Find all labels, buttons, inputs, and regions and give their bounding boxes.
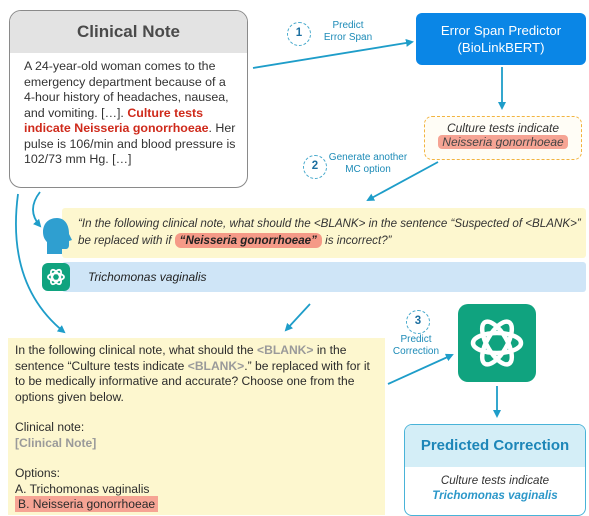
span-highlight: Neisseria gonorrhoeae bbox=[438, 135, 568, 149]
predicted-correction-body: Culture tests indicate Trichomonas vagin… bbox=[405, 467, 585, 503]
predictor-model: (BioLinkBERT) bbox=[457, 40, 545, 55]
openai-logo-icon bbox=[458, 304, 536, 382]
note-text-after: . Her pulse is 106/min and blood pressur… bbox=[24, 121, 236, 166]
clinical-note-card: Clinical Note A 24-year-old woman comes … bbox=[9, 10, 248, 188]
openai-logo-icon bbox=[42, 263, 70, 291]
prompt-text: In the following clinical note, what sho… bbox=[15, 343, 375, 513]
generated-option-text: Trichomonas vaginalis bbox=[88, 270, 207, 284]
prompt-option-b: B. Neisseria gonorrhoeae bbox=[15, 496, 159, 512]
predicted-correction-box: Predicted Correction Culture tests indic… bbox=[404, 424, 586, 516]
predictor-title: Error Span Predictor bbox=[440, 23, 562, 38]
prompt-box bbox=[8, 338, 385, 515]
question-after: is incorrect?” bbox=[321, 234, 392, 247]
step-1-line1: Predict bbox=[332, 20, 364, 31]
note-text-before: A 24-year-old woman comes to the emergen… bbox=[24, 59, 229, 120]
predicted-correction-title: Predicted Correction bbox=[405, 425, 585, 467]
clinical-note-body: A 24-year-old woman comes to the emergen… bbox=[10, 53, 247, 168]
step-1-badge: 1 bbox=[287, 22, 311, 46]
question-text: “In the following clinical note, what sh… bbox=[78, 215, 582, 249]
step-2-line1: Generate another bbox=[328, 152, 408, 163]
question-before: “In the following clinical note, what sh… bbox=[78, 217, 581, 247]
prompt-option-a: A. Trichomonas vaginalis bbox=[15, 481, 150, 496]
step-3-label: Predict Correction bbox=[382, 334, 450, 358]
predicted-span-box: Culture tests indicate Neisseria gonorrh… bbox=[424, 116, 582, 160]
correction-line2: Trichomonas vaginalis bbox=[432, 489, 558, 502]
arrow-note-to-predictor bbox=[252, 39, 414, 69]
arrow-note-to-head bbox=[32, 191, 42, 228]
correction-line1: Culture tests indicate bbox=[440, 474, 550, 487]
step-3-badge: 3 bbox=[406, 310, 430, 334]
question-banner bbox=[62, 208, 586, 258]
arrow-answer-to-prompt bbox=[284, 303, 311, 332]
prompt-blank-1: <BLANK> bbox=[257, 343, 314, 357]
prompt-part-b: in the sentence “Culture tests indicate bbox=[15, 343, 347, 373]
prompt-question: In the following clinical note, what sho… bbox=[15, 343, 375, 405]
step-3-line1: Predict bbox=[400, 334, 432, 345]
prompt-note-placeholder: [Clinical Note] bbox=[15, 435, 97, 450]
note-error-span: Culture tests indicate Neisseria gonorrh… bbox=[24, 105, 209, 136]
span-line1: Culture tests indicate bbox=[446, 121, 560, 135]
prompt-part-a: In the following clinical note, what sho… bbox=[15, 343, 258, 357]
prompt-note-label: Clinical note: bbox=[15, 420, 85, 434]
arrow-span-to-question bbox=[366, 161, 439, 201]
step-2-line2: MC option bbox=[345, 164, 391, 175]
step-1-label: Predict Error Span bbox=[306, 20, 390, 44]
step-3-line2: Correction bbox=[392, 346, 440, 357]
answer-banner bbox=[62, 262, 586, 292]
user-head-icon bbox=[43, 218, 72, 254]
arrow-prompt-to-gpt bbox=[387, 353, 454, 385]
prompt-blank-2: <BLANK> bbox=[187, 358, 245, 373]
prompt-part-c: .” be replaced with for it to be medical… bbox=[15, 358, 370, 404]
question-highlight: “Neisseria gonorrhoeae” bbox=[174, 233, 322, 248]
step-1-line2: Error Span bbox=[323, 32, 373, 43]
step-2-badge: 2 bbox=[303, 155, 327, 179]
arrow-note-to-prompt bbox=[15, 193, 66, 334]
error-span-predictor-box: Error Span Predictor (BioLinkBERT) bbox=[416, 13, 586, 65]
step-2-label: Generate another MC option bbox=[320, 152, 416, 176]
prompt-options-label: Options: bbox=[15, 466, 61, 480]
clinical-note-title: Clinical Note bbox=[10, 11, 247, 53]
